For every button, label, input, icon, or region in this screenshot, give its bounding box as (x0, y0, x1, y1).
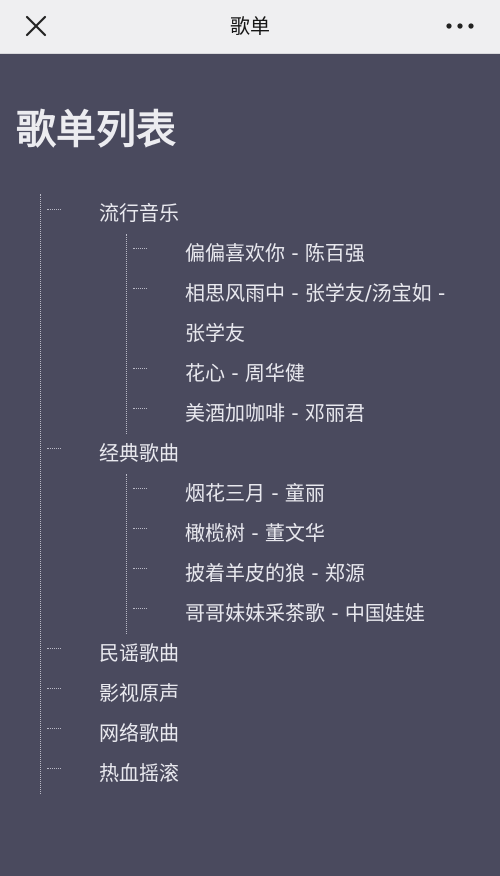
category-item[interactable]: 热血摇滚 (99, 761, 179, 785)
tree-connector (133, 248, 147, 249)
tree-connector (47, 648, 61, 649)
category-item[interactable]: 网络歌曲 (99, 721, 179, 745)
more-dots-icon (446, 23, 474, 29)
top-navigation-bar: 歌单 (0, 0, 500, 54)
tree-connector (133, 568, 147, 569)
song-item[interactable]: 相思风雨中 - 张学友/汤宝如 - (185, 281, 446, 305)
more-button[interactable] (440, 9, 480, 45)
song-item[interactable]: 花心 - 周华健 (185, 361, 305, 385)
close-icon (25, 15, 47, 37)
category-item[interactable]: 影视原声 (99, 681, 179, 705)
song-item-continuation[interactable]: 张学友 (185, 321, 245, 345)
close-button[interactable] (18, 9, 54, 45)
tree-connector (47, 448, 61, 449)
tree-connector (133, 528, 147, 529)
tree-connector (133, 608, 147, 609)
tree-connector (133, 408, 147, 409)
tree-connector (47, 728, 61, 729)
category-item[interactable]: 经典歌曲 (99, 441, 179, 465)
tree-connector (47, 688, 61, 689)
tree-connector (133, 488, 147, 489)
tree-guide-line (40, 194, 41, 794)
song-item[interactable]: 披着羊皮的狼 - 郑源 (185, 561, 365, 585)
page-title: 歌单列表 (16, 107, 176, 153)
tree-guide-line (126, 234, 127, 434)
tree-connector (47, 768, 61, 769)
tree-connector (47, 209, 61, 210)
tree-connector (133, 288, 147, 289)
tree-guide-line (126, 474, 127, 634)
song-item[interactable]: 美酒加咖啡 - 邓丽君 (185, 401, 365, 425)
song-item[interactable]: 哥哥妹妹采茶歌 - 中国娃娃 (185, 601, 425, 625)
category-item[interactable]: 流行音乐 (99, 201, 179, 225)
song-item[interactable]: 橄榄树 - 董文华 (185, 521, 325, 545)
tree-connector (133, 368, 147, 369)
song-item[interactable]: 偏偏喜欢你 - 陈百强 (185, 241, 365, 265)
song-item[interactable]: 烟花三月 - 童丽 (185, 481, 325, 505)
category-item[interactable]: 民谣歌曲 (99, 641, 179, 665)
nav-title: 歌单 (230, 14, 270, 38)
